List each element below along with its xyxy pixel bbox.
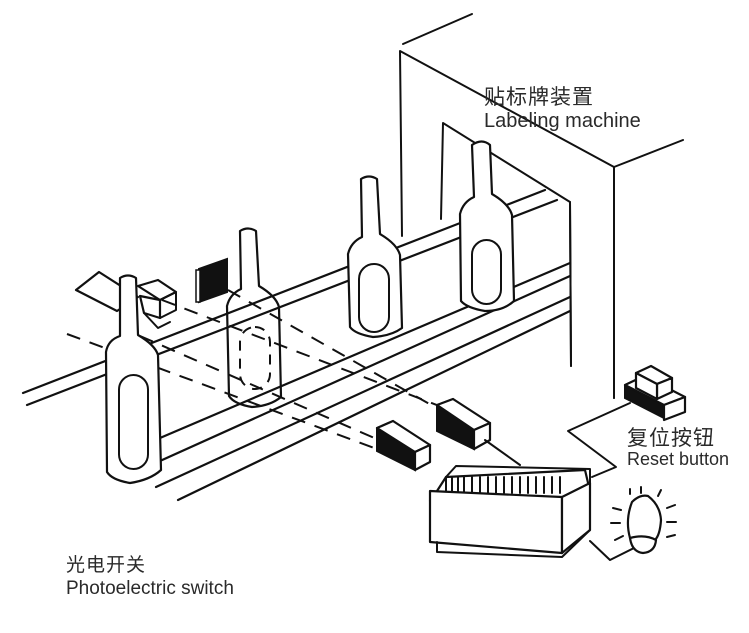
reset-button-label-zh: 复位按钮: [627, 426, 715, 450]
light-beams: [66, 289, 451, 466]
reset-button-label-en: Reset button: [627, 449, 730, 470]
warning-light: [610, 486, 677, 555]
light-rays: [610, 486, 677, 541]
bottle-4: [458, 140, 516, 313]
bottle-1: [104, 274, 163, 485]
labeling-machine-label-zh: 贴标牌装置: [484, 85, 594, 109]
labeling-machine-label: 贴标牌装置 Labeling machine: [484, 86, 641, 132]
machine-front-edge: [569, 166, 615, 399]
photoelectric-switch-label: 光电开关 Photoelectric switch: [66, 554, 234, 599]
bottle-2: [225, 227, 283, 409]
bottle-3: [346, 175, 404, 339]
reset-button: [623, 364, 687, 422]
photoelectric-emitter-2: [435, 397, 492, 451]
reflector-plate: [195, 257, 228, 304]
photoelectric-switch-label-zh: 光电开关: [66, 554, 147, 576]
photoelectric-switch-label-en: Photoelectric switch: [66, 577, 234, 599]
controller-vents: [445, 476, 561, 494]
reset-button-label: 复位按钮 Reset button: [627, 427, 729, 469]
controller-unit: [428, 465, 592, 558]
labeling-machine-label-en: Labeling machine: [484, 110, 641, 133]
wires: [484, 402, 641, 561]
photoelectric-emitter-1: [375, 419, 432, 472]
